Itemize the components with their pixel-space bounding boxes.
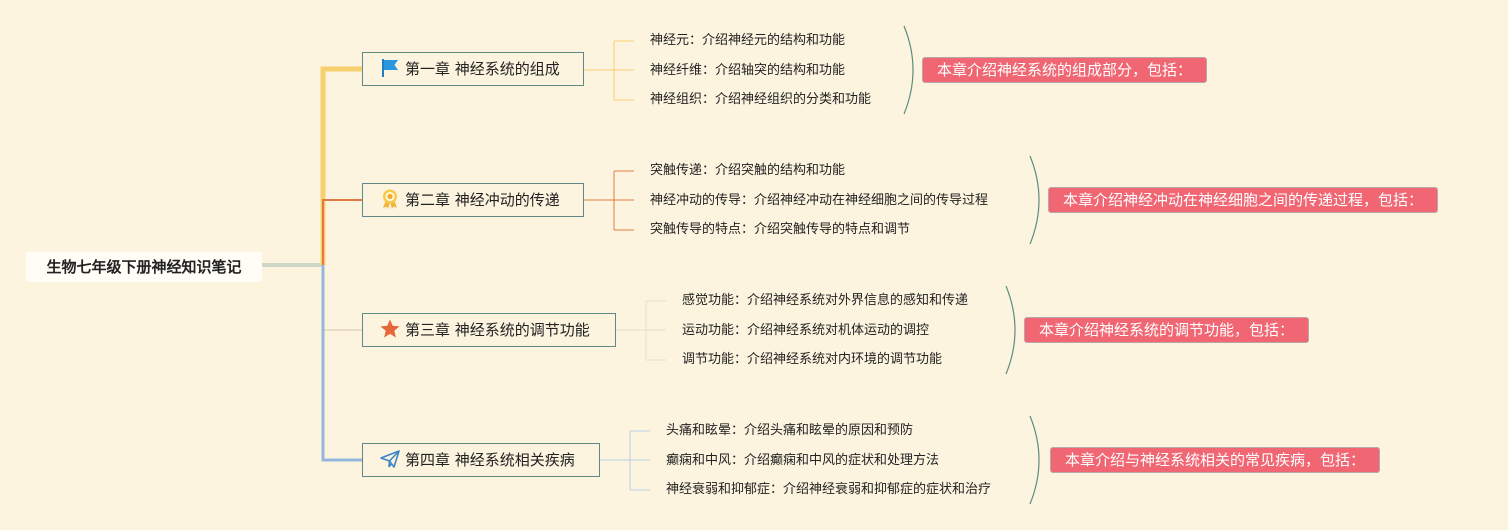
chapter-2-summary[interactable]: 本章介绍神经冲动在神经细胞之间的传递过程，包括： [1048,187,1439,213]
chapter-2-topic-2[interactable]: 神经冲动的传导：介绍神经冲动在神经细胞之间的传导过程 [650,193,989,208]
star-icon [379,318,401,340]
summary-bracket-3 [1005,285,1016,375]
connector-ch2-topics [584,170,634,231]
connector-branch-3 [322,265,362,331]
chapter-1-node[interactable]: 第一章 神经系统的组成 [362,52,584,86]
chapter-1-topic-3[interactable]: 神经组织：介绍神经组织的分类和功能 [650,92,872,107]
chapter-3-summary[interactable]: 本章介绍神经系统的调节功能，包括： [1024,317,1310,343]
chapter-2-topic-3[interactable]: 突触传导的特点：介绍突触传导的特点和调节 [650,222,911,237]
paper-plane-icon [379,448,401,470]
summary-bracket-4 [1029,415,1040,505]
chapter-3-topic-3[interactable]: 调节功能：介绍神经系统对内环境的调节功能 [682,352,943,367]
chapter-3-topic-1[interactable]: 感觉功能：介绍神经系统对外界信息的感知和传递 [682,293,969,308]
chapter-4-node[interactable]: 第四章 神经系统相关疾病 [362,443,600,477]
chapter-1-summary[interactable]: 本章介绍神经系统的组成部分，包括： [922,57,1208,83]
chapter-1-label: 第一章 神经系统的组成 [405,60,560,78]
chapter-2-label: 第二章 神经冲动的传递 [405,191,560,209]
connector-ch1-topics [584,40,634,101]
chapter-4-topic-3[interactable]: 神经衰弱和抑郁症：介绍神经衰弱和抑郁症的症状和治疗 [666,482,992,497]
summary-bracket-1 [903,25,914,115]
chapter-4-label: 第四章 神经系统相关疾病 [405,451,575,469]
chapter-3-node[interactable]: 第三章 神经系统的调节功能 [362,313,616,347]
chapter-3-label: 第三章 神经系统的调节功能 [405,321,590,339]
chapter-4-topic-2[interactable]: 癫痫和中风：介绍癫痫和中风的症状和处理方法 [666,453,940,468]
chapter-1-topic-1[interactable]: 神经元：介绍神经元的结构和功能 [650,33,846,48]
chapter-3-topic-2[interactable]: 运动功能：介绍神经系统对机体运动的调控 [682,323,930,338]
connector-ch4-topics [600,430,650,491]
connector-branch-1 [320,66,362,265]
chapter-2-node[interactable]: 第二章 神经冲动的传递 [362,183,584,217]
connector-ch3-topics [616,300,666,361]
connector-branch-2 [322,199,362,265]
chapter-4-topic-1[interactable]: 头痛和眩晕：介绍头痛和眩晕的原因和预防 [666,423,914,438]
connector-branch-4 [321,265,362,462]
chapter-4-summary[interactable]: 本章介绍与神经系统相关的常见疾病，包括： [1050,447,1381,473]
summary-bracket-2 [1029,155,1040,245]
chapter-1-topic-2[interactable]: 神经纤维：介绍轴突的结构和功能 [650,63,846,78]
root-topic[interactable]: 生物七年级下册神经知识笔记 [26,252,262,282]
chapter-2-topic-1[interactable]: 突触传递：介绍突触的结构和功能 [650,163,846,178]
flag-icon [379,57,401,79]
award-ribbon-icon [379,188,401,210]
